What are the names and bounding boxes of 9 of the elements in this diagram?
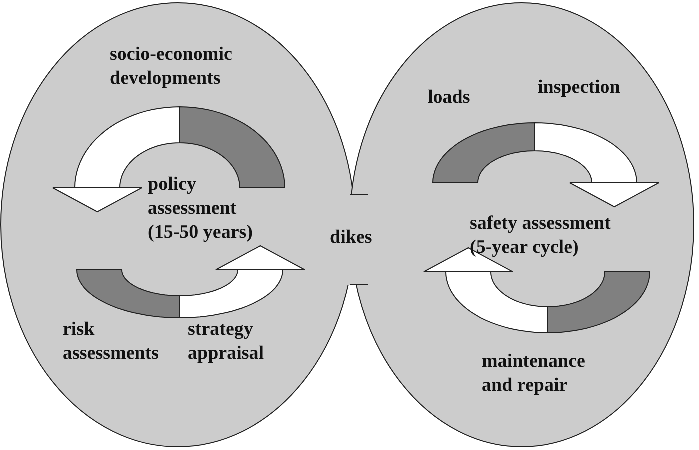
label-text: risk assessments <box>63 318 160 366</box>
label-text: socio-economic developments <box>110 43 234 91</box>
label-text: inspection <box>538 76 622 100</box>
node-label: dikes <box>330 226 372 250</box>
label-text: policy assessment (15-50 years) <box>148 173 254 245</box>
label-text: safety assessment (5-year cycle) <box>470 212 612 260</box>
label-text: loads <box>428 86 472 110</box>
label-text: maintenance and repair <box>482 350 586 398</box>
label-text: strategy appraisal <box>188 318 266 366</box>
